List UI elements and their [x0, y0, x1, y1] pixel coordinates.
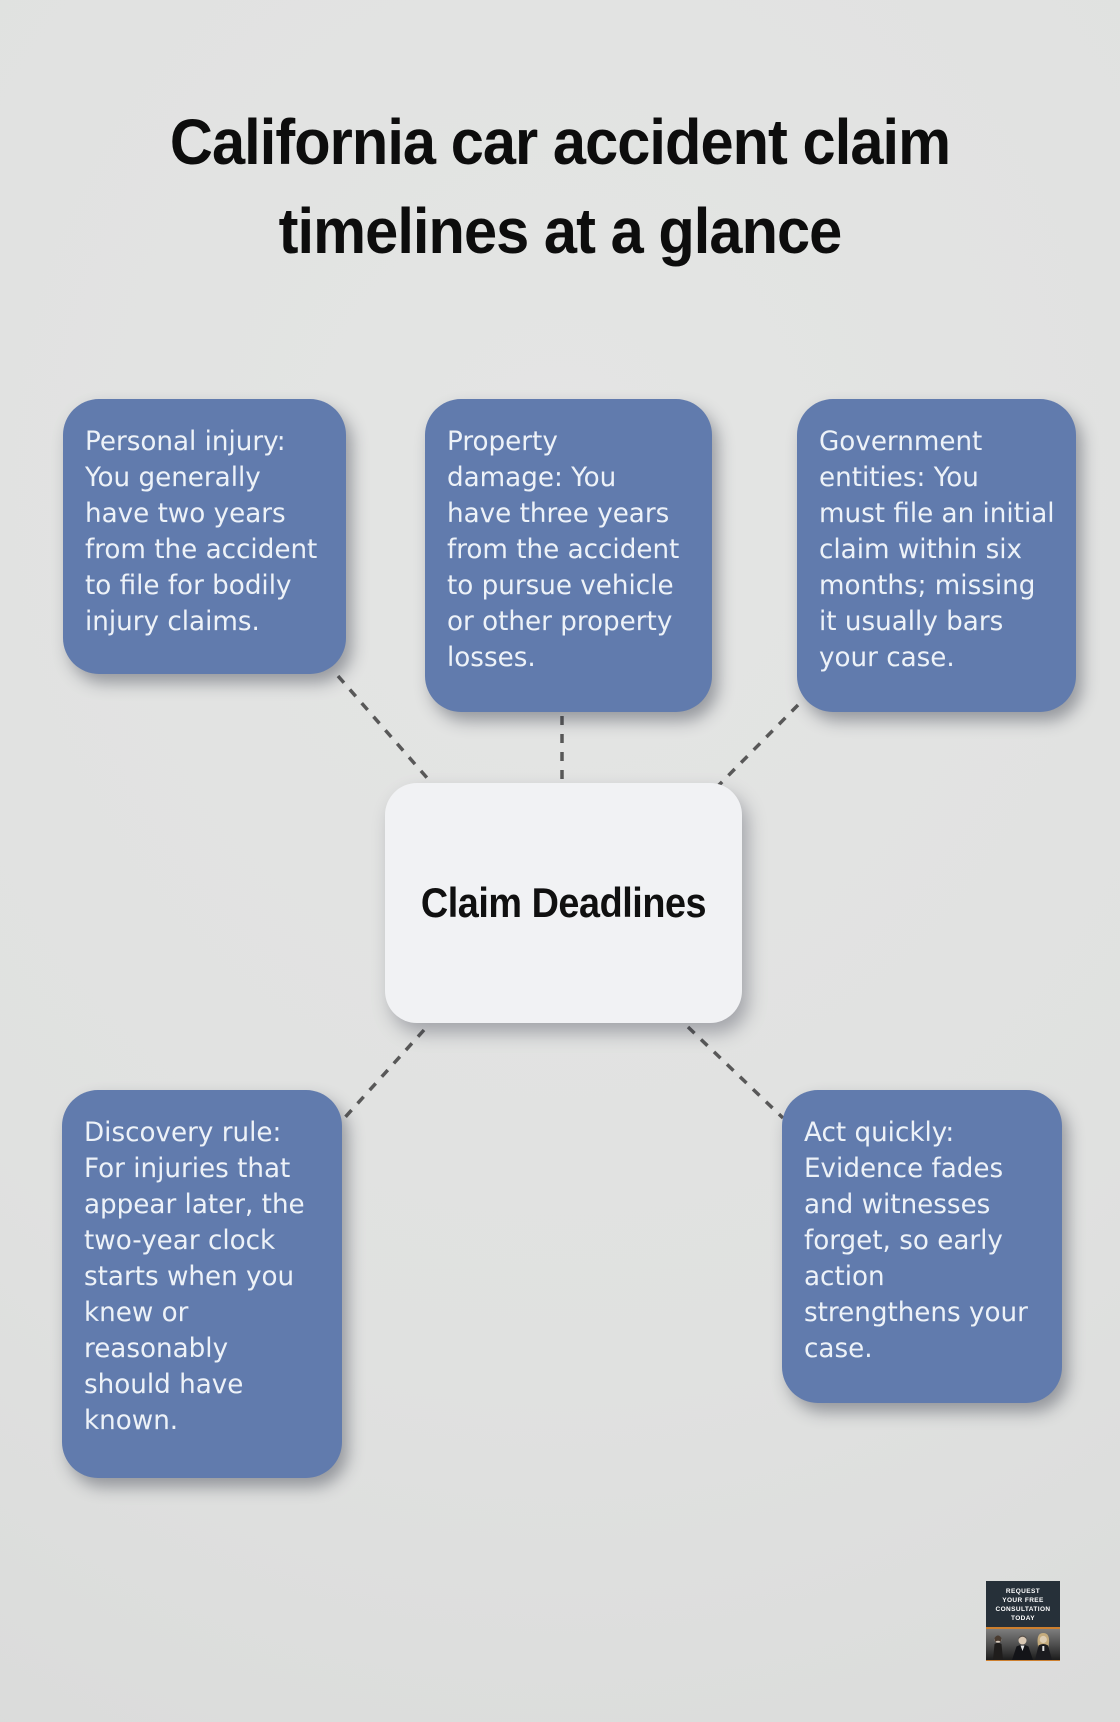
text-line: You generally [85, 462, 261, 493]
node-act-quickly: Act quickly: Evidence fades and witnesses f… [782, 1090, 1062, 1403]
center-node-label: Claim Deadlines [420, 879, 707, 926]
text-line: Property [447, 426, 558, 457]
node-personal-injury: Personal injury: You generally have two ye… [63, 399, 346, 674]
text-line: from the accident [447, 534, 680, 565]
node-discovery-rule: Discovery rule: For injuries that appear l… [62, 1090, 342, 1478]
text-line: forget, so early [804, 1225, 1003, 1256]
text-line: Personal injury: [85, 426, 286, 457]
connector-discovery-rule [337, 1028, 426, 1126]
text-line: to pursue vehicle [447, 570, 674, 601]
page-title: California car accident claim timelines … [39, 98, 1081, 276]
node-discovery-rule-text: Discovery rule: For injuries that appear l… [62, 1090, 342, 1439]
text-line: case. [804, 1333, 873, 1364]
text-line: YOUR FREE [1002, 1597, 1044, 1604]
text-line: losses. [447, 642, 536, 673]
text-line: months; missing [819, 570, 1036, 601]
text-line: have three years [447, 498, 670, 529]
text-line: appear later, the [84, 1189, 305, 1220]
text-line: strengthens your [804, 1297, 1028, 1328]
text-line: claim within six [819, 534, 1023, 565]
text-line: Evidence fades [804, 1153, 1004, 1184]
person-left [993, 1635, 1003, 1660]
node-personal-injury-text: Personal injury: You generally have two ye… [63, 399, 346, 640]
consultation-badge[interactable]: REQUEST YOUR FREE CONSULTATION TODAY [986, 1581, 1060, 1661]
text-line: action [804, 1261, 885, 1292]
consultation-badge-text: REQUEST YOUR FREE CONSULTATION TODAY [986, 1581, 1060, 1627]
page-title-line-2: timelines at a glance [278, 195, 843, 267]
text-line: REQUEST [1005, 1588, 1041, 1595]
text-line: or other property [447, 606, 673, 637]
person-right [1035, 1633, 1052, 1660]
text-line: For injuries that [84, 1153, 291, 1184]
text-line: knew or [84, 1297, 189, 1328]
text-line: your case. [819, 642, 955, 673]
text-line: Government [819, 426, 983, 457]
connector-act-quickly [686, 1025, 785, 1120]
text-line: have two years [85, 498, 286, 529]
attorneys-photo [986, 1629, 1060, 1660]
node-property-damage: Property damage: You have three years from … [425, 399, 712, 712]
text-line: from the accident [85, 534, 318, 565]
text-line: reasonably [84, 1333, 229, 1364]
text-line: it usually bars [819, 606, 1004, 637]
node-government-entities: Government entities: You must file an init… [797, 399, 1076, 712]
node-government-entities-text: Government entities: You must file an init… [797, 399, 1076, 676]
text-line: two-year clock [84, 1225, 276, 1256]
person-center [1012, 1635, 1033, 1660]
text-line: should have [84, 1369, 244, 1400]
text-line: starts when you [84, 1261, 295, 1292]
text-line: entities: You [819, 462, 979, 493]
text-line: known. [84, 1405, 179, 1436]
text-line: and witnesses [804, 1189, 991, 1220]
text-line: TODAY [1010, 1615, 1036, 1622]
text-line: injury claims. [85, 606, 260, 637]
connector-government-entities [716, 703, 800, 788]
text-line: to file for bodily [85, 570, 292, 601]
text-line: damage: You [447, 462, 617, 493]
text-line: Act quickly: [804, 1117, 955, 1148]
node-act-quickly-text: Act quickly: Evidence fades and witnesses f… [782, 1090, 1062, 1367]
node-property-damage-text: Property damage: You have three years from … [425, 399, 712, 676]
text-line: Discovery rule: [84, 1117, 282, 1148]
page-title-line-1: California car accident claim [169, 106, 951, 178]
connector-personal-injury [336, 674, 430, 781]
text-line: must file an initial [819, 498, 1055, 529]
center-node-claim-deadlines: Claim Deadlines [385, 783, 742, 1023]
text-line: CONSULTATION [995, 1606, 1051, 1613]
consultation-badge-divider [986, 1627, 1060, 1629]
